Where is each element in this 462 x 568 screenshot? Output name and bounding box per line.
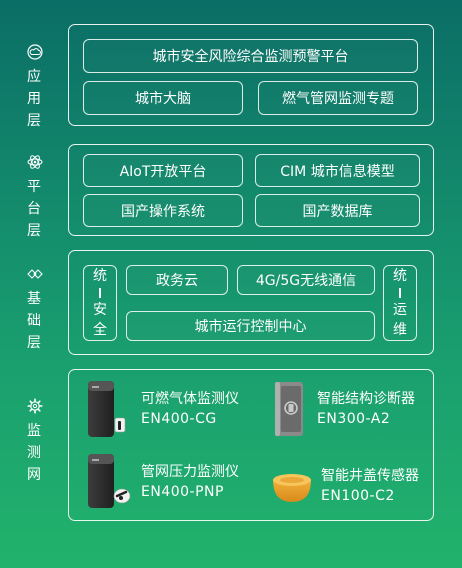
city-brain-label: 城市大脑 [135, 91, 191, 107]
manhole-sensor-model: EN100-C2 [321, 488, 395, 504]
layer-label-platform: 平 台 层 [22, 154, 48, 242]
gas-network-topic-label: 燃气管网监测专题 [282, 91, 394, 107]
layer-label-monitoring: 监 测 网 [22, 398, 48, 486]
unified-security-box: 统 安 全 [83, 265, 117, 341]
risk-monitoring-platform-box: 城市安全风险综合监测预警平台 [83, 39, 418, 73]
platform-layer-panel: AIoT开放平台 CIM 城市信息模型 国产操作系统 国产数据库 [68, 144, 434, 236]
domestic-os-box: 国产操作系统 [83, 194, 243, 227]
cloud-icon [27, 44, 43, 60]
unified-ops-char: 运 [393, 302, 407, 318]
unified-ops-char: 维 [393, 322, 407, 338]
layer-char: 监 [27, 423, 43, 439]
gov-cloud-box: 政务云 [126, 265, 228, 295]
risk-monitoring-platform-label: 城市安全风险综合监测预警平台 [152, 49, 349, 65]
domestic-os-label: 国产操作系统 [121, 203, 205, 220]
layer-char: 测 [27, 445, 43, 461]
cim-model-box: CIM 城市信息模型 [255, 154, 420, 187]
layer-char: 网 [27, 467, 43, 483]
divider [99, 288, 101, 298]
layer-char: 基 [27, 291, 43, 307]
unified-ops-box: 统 运 维 [383, 265, 417, 341]
unified-security-char: 安 [93, 302, 107, 318]
divider [399, 288, 401, 298]
gas-detector-text: 可燃气体监测仪 EN400-CG [141, 389, 239, 429]
device-structure-sensor: 智能结构诊断器 EN300-A2 [271, 380, 415, 438]
network-icon [27, 269, 43, 279]
gas-detector-icon [88, 381, 126, 437]
device-pressure-monitor: 管网压力监测仪 EN400-PNP [85, 452, 239, 512]
pressure-monitor-icon [88, 454, 131, 508]
structure-sensor-name: 智能结构诊断器 [317, 391, 415, 407]
gas-detector-model: EN400-CG [141, 411, 217, 427]
application-layer-panel: 城市安全风险综合监测预警平台 城市大脑 燃气管网监测专题 [68, 24, 434, 126]
city-brain-box: 城市大脑 [83, 81, 243, 115]
gov-cloud-label: 政务云 [156, 273, 198, 289]
control-center-box: 城市运行控制中心 [126, 311, 375, 341]
pressure-monitor-model: EN400-PNP [141, 484, 224, 500]
gas-network-topic-box: 燃气管网监测专题 [258, 81, 418, 115]
pressure-monitor-name: 管网压力监测仪 [141, 464, 239, 480]
gear-icon [27, 398, 43, 414]
manhole-sensor-icon [273, 474, 311, 502]
wireless-comm-label: 4G/5G无线通信 [255, 273, 357, 289]
layer-char: 用 [27, 91, 43, 107]
cim-model-label: CIM 城市信息模型 [280, 163, 395, 180]
gas-detector-name: 可燃气体监测仪 [141, 391, 239, 407]
device-manhole-sensor: 智能井盖传感器 EN100-C2 [269, 466, 419, 506]
layer-label-foundation: 基 础 层 [22, 266, 48, 354]
structure-sensor-text: 智能结构诊断器 EN300-A2 [317, 389, 415, 429]
layer-char: 台 [27, 201, 43, 217]
layer-char: 层 [27, 223, 43, 239]
manhole-sensor-text: 智能井盖传感器 EN100-C2 [321, 466, 419, 506]
layer-char: 应 [27, 69, 43, 85]
aiot-platform-box: AIoT开放平台 [83, 154, 243, 187]
unified-security-char: 全 [93, 322, 107, 338]
structure-sensor-icon [275, 382, 303, 436]
structure-sensor-model: EN300-A2 [317, 411, 391, 427]
layer-char: 层 [27, 335, 43, 351]
layer-char: 础 [27, 313, 43, 329]
unified-security-char: 统 [93, 268, 107, 284]
unified-ops-char: 统 [393, 268, 407, 284]
layer-label-application: 应 用 层 [22, 44, 48, 132]
wireless-comm-box: 4G/5G无线通信 [237, 265, 375, 295]
atom-icon [27, 155, 43, 169]
control-center-label: 城市运行控制中心 [194, 319, 307, 335]
device-gas-detector: 可燃气体监测仪 EN400-CG [85, 378, 239, 440]
layer-char: 平 [27, 179, 43, 195]
domestic-db-box: 国产数据库 [255, 194, 420, 227]
aiot-platform-label: AIoT开放平台 [119, 163, 207, 180]
domestic-db-label: 国产数据库 [302, 203, 373, 220]
monitoring-layer-panel: 可燃气体监测仪 EN400-CG 智能结构诊断器 EN300-A2 [68, 369, 434, 521]
pressure-monitor-text: 管网压力监测仪 EN400-PNP [141, 462, 239, 502]
manhole-sensor-name: 智能井盖传感器 [321, 468, 419, 484]
layer-char: 层 [27, 113, 43, 129]
foundation-layer-panel: 统 安 全 政务云 4G/5G无线通信 城市运行控制中心 统 运 维 [68, 250, 434, 355]
